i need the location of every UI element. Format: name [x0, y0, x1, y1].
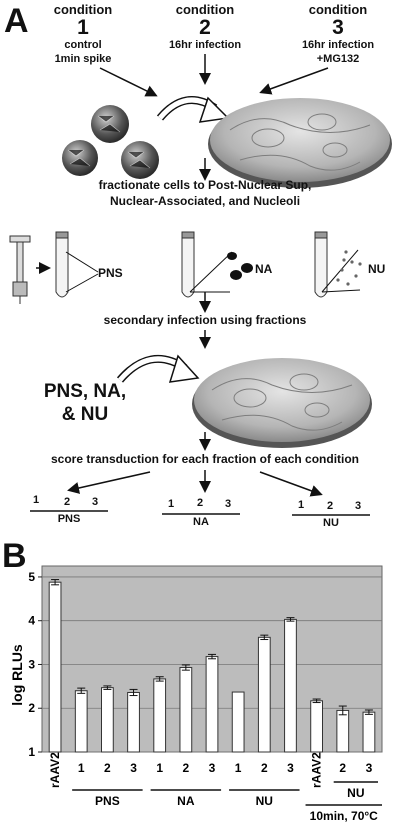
footer-label: 10min, 70°C [310, 809, 378, 823]
arrow-condition-3 [259, 67, 329, 95]
condition-1-line1: control [64, 39, 102, 51]
fraction-label-na: NA [255, 262, 273, 276]
cell-dish-icon-1 [208, 98, 392, 188]
x-tick-label: 3 [130, 761, 137, 775]
bar [284, 618, 297, 753]
bar [74, 690, 88, 753]
score-pns-label: PNS [57, 513, 81, 525]
y-tick-label: 2 [28, 701, 35, 715]
y-tick-label: 5 [28, 570, 35, 584]
panel-a-diagram [9, 54, 392, 516]
x-tick-label: 2 [104, 761, 111, 775]
group-label: PNS [95, 794, 120, 808]
score-na-label: NA [193, 516, 209, 528]
bar [231, 691, 245, 753]
tube-icon-nu [314, 231, 328, 298]
y-axis-label: log RLUs [9, 644, 25, 706]
x-tick-label: rAAV2 [48, 752, 62, 788]
score-pns-2: 2 [64, 496, 71, 508]
tube-icon-pns [55, 231, 69, 298]
y-tick-label: 1 [28, 745, 35, 759]
tube-icon-na [181, 231, 195, 298]
bar [336, 709, 350, 753]
panel-b-letter: B [2, 537, 27, 575]
secondary-infection-text: secondary infection using fractions [103, 313, 307, 327]
score-nu-label: NU [323, 517, 339, 529]
cell-dish-icon-2 [192, 358, 372, 448]
score-nu-1: 1 [298, 499, 305, 511]
group-label: NA [177, 794, 195, 808]
y-tick-label: 3 [28, 657, 35, 671]
x-tick-label: 3 [366, 761, 373, 775]
bar [101, 687, 114, 753]
x-tick-label: 1 [235, 761, 242, 775]
nucleoli-icon [336, 250, 362, 286]
y-tick-label: 4 [28, 614, 35, 628]
x-tick-label: 2 [183, 761, 190, 775]
condition-1-line2: 1min spike [54, 53, 112, 65]
condition-3-number: 3 [332, 16, 344, 39]
bar [153, 678, 167, 753]
condition-3-line2: +MG132 [316, 53, 360, 65]
score-text: score transduction for each fraction of … [50, 452, 360, 466]
condition-2-line1: 16hr infection [168, 39, 242, 51]
fractions-line-1: PNS, NA, [43, 381, 127, 402]
score-na-2: 2 [197, 497, 204, 509]
score-pns-3: 3 [92, 496, 99, 508]
fraction-label-pns: PNS [98, 266, 123, 280]
x-tick-label: 2 [339, 761, 346, 775]
x-tick-label: rAAV2 [310, 752, 324, 788]
condition-2-heading: condition [175, 2, 235, 17]
group-label: NU [256, 794, 273, 808]
bar [179, 667, 193, 753]
bar [127, 691, 140, 753]
x-tick-label: 3 [209, 761, 216, 775]
panel-a-letter: A [4, 2, 29, 40]
x-tick-label: 1 [78, 761, 85, 775]
nuclei-icon [227, 252, 253, 280]
bar [257, 636, 271, 753]
x-tick-label: 3 [287, 761, 294, 775]
x-tick-label: 1 [156, 761, 163, 775]
condition-3-line1: 16hr infection [301, 39, 375, 51]
bar [205, 656, 219, 753]
bar [362, 711, 376, 753]
bar [310, 700, 324, 753]
arrow-condition-1 [99, 67, 158, 97]
syringe-icon [9, 235, 31, 304]
condition-1-number: 1 [77, 16, 89, 39]
group-label: NU [347, 786, 364, 800]
fraction-label-nu: NU [368, 262, 386, 276]
score-na-1: 1 [168, 498, 175, 510]
virus-particles-icon [62, 105, 159, 179]
score-pns-1: 1 [33, 494, 40, 506]
condition-2-number: 2 [199, 16, 211, 39]
score-na-3: 3 [225, 498, 232, 510]
score-nu-2: 2 [327, 500, 334, 512]
bar [48, 581, 62, 753]
condition-3-heading: condition [308, 2, 368, 17]
fractionate-line-2: Nuclear-Associated, and Nucleoli [109, 194, 301, 208]
x-tick-label: 2 [261, 761, 268, 775]
fractions-line-2: & NU [61, 404, 109, 425]
fractionate-line-1: fractionate cells to Post-Nuclear Sup, [98, 178, 312, 192]
score-nu-3: 3 [355, 500, 362, 512]
condition-1-heading: condition [53, 2, 113, 17]
